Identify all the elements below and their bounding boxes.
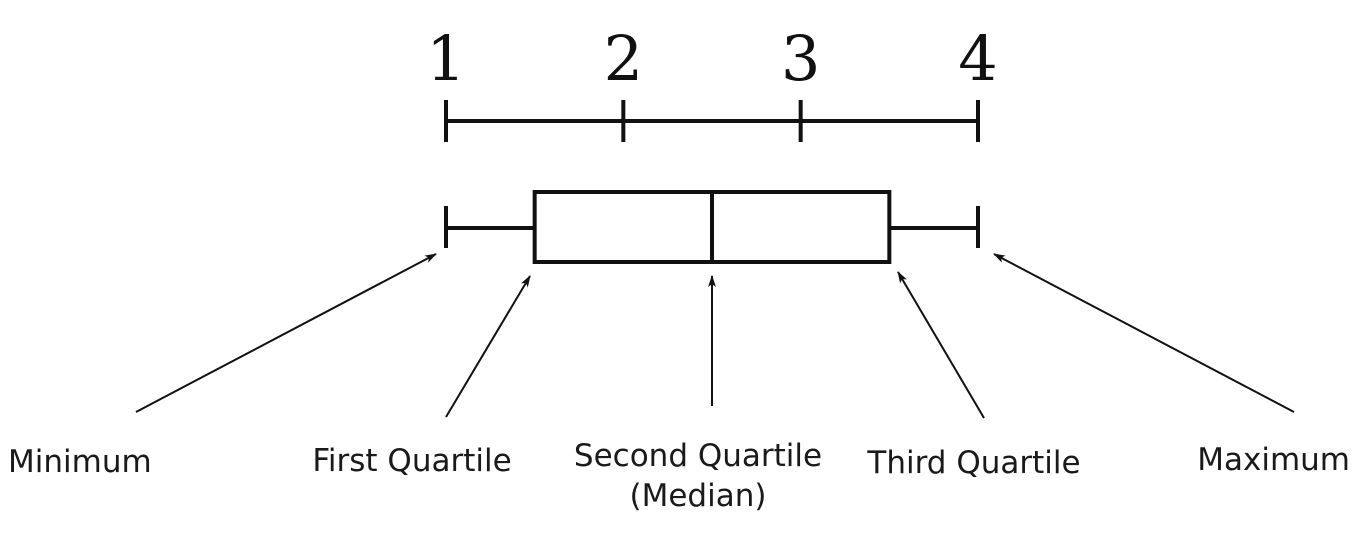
callout-label-median: Second Quartile (Median): [574, 438, 822, 514]
callout-label-line: Maximum: [1197, 442, 1350, 478]
callout-labels: Minimum First Quartile Second Quartile (Med…: [8, 438, 1350, 514]
box-plot: [444, 190, 980, 264]
axis-tick-label: 1: [426, 22, 465, 95]
axis-tick-label: 3: [781, 22, 820, 95]
callout-label-q1: First Quartile: [312, 443, 511, 479]
axis-tick-label: 4: [958, 22, 997, 95]
callout-arrow-max: [993, 253, 1295, 413]
axis-tick-label: 2: [604, 22, 643, 95]
callout-arrows: [135, 253, 1295, 419]
axis-ticks: [444, 100, 980, 142]
callout-label-line: Minimum: [8, 444, 152, 480]
callout-label-line: Third Quartile: [866, 445, 1080, 481]
callout-label-max: Maximum: [1197, 442, 1350, 478]
callout-label-line: Second Quartile: [574, 438, 822, 474]
callout-label-min: Minimum: [8, 444, 152, 480]
callout-arrow-min: [135, 253, 437, 413]
callout-arrow-q1: [445, 275, 531, 418]
callout-arrow-q3: [897, 271, 985, 419]
callout-label-line: (Median): [630, 478, 767, 514]
callout-label-line: First Quartile: [312, 443, 511, 479]
axis-tick-labels: 1 2 3 4: [426, 22, 997, 95]
callout-label-q3: Third Quartile: [866, 445, 1080, 481]
